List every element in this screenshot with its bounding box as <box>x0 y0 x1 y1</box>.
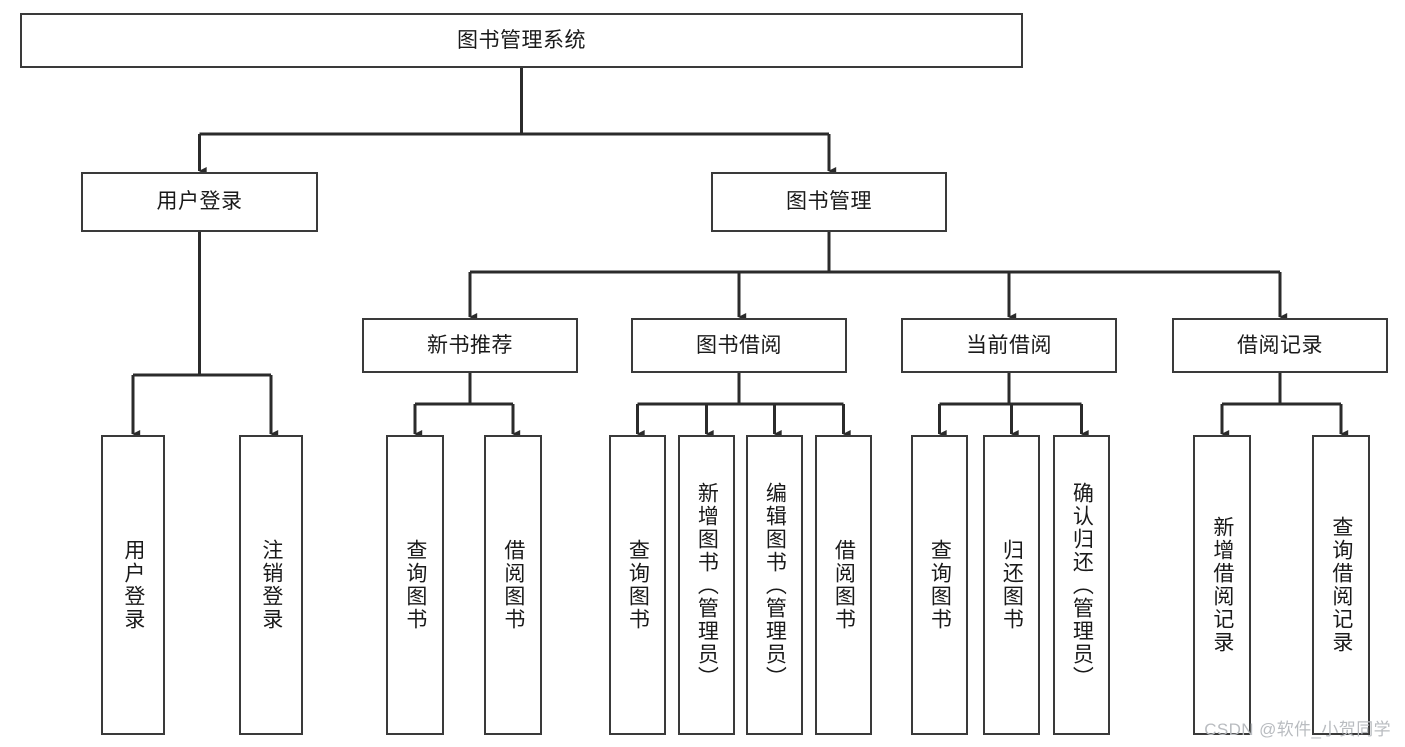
node-box-cb-return[interactable]: 归还图书 <box>983 435 1040 735</box>
node-label-nb-query: 查询图书 <box>403 539 427 631</box>
node-box-bb-edit[interactable]: 编辑图书（管理员） <box>746 435 803 735</box>
node-box-user-login[interactable]: 用户登录 <box>81 172 318 232</box>
node-label-bb-add: 新增图书（管理员） <box>695 481 719 689</box>
node-label-current-borrow: 当前借阅 <box>966 333 1052 357</box>
node-box-br-query[interactable]: 查询借阅记录 <box>1312 435 1370 735</box>
connector-lines <box>131 68 1349 439</box>
node-box-borrow-record[interactable]: 借阅记录 <box>1172 318 1388 373</box>
node-label-login-do: 用户登录 <box>121 539 145 631</box>
node-label-book-manage: 图书管理 <box>786 190 872 214</box>
node-label-book-borrow: 图书借阅 <box>696 333 782 357</box>
node-label-cb-confirm: 确认归还（管理员） <box>1070 481 1094 689</box>
node-box-bb-query[interactable]: 查询图书 <box>609 435 666 735</box>
node-label-bb-edit: 编辑图书（管理员） <box>763 481 787 689</box>
node-box-current-borrow[interactable]: 当前借阅 <box>901 318 1117 373</box>
node-box-book-manage[interactable]: 图书管理 <box>711 172 947 232</box>
node-box-cb-confirm[interactable]: 确认归还（管理员） <box>1053 435 1110 735</box>
node-box-nb-query[interactable]: 查询图书 <box>386 435 444 735</box>
node-label-bb-query: 查询图书 <box>626 539 650 631</box>
node-label-user-login: 用户登录 <box>156 190 243 214</box>
node-box-nb-borrow[interactable]: 借阅图书 <box>484 435 542 735</box>
node-label-nb-borrow: 借阅图书 <box>501 539 525 631</box>
node-label-cb-query: 查询图书 <box>928 539 952 631</box>
node-box-bb-borrow[interactable]: 借阅图书 <box>815 435 872 735</box>
node-box-cb-query[interactable]: 查询图书 <box>911 435 968 735</box>
node-label-bb-borrow: 借阅图书 <box>832 539 856 631</box>
node-box-br-add[interactable]: 新增借阅记录 <box>1193 435 1251 735</box>
node-box-new-book-rec[interactable]: 新书推荐 <box>362 318 578 373</box>
node-box-bb-add[interactable]: 新增图书（管理员） <box>678 435 735 735</box>
node-label-borrow-record: 借阅记录 <box>1237 333 1323 357</box>
node-label-root: 图书管理系统 <box>457 28 586 52</box>
node-box-logout-do[interactable]: 注销登录 <box>239 435 303 735</box>
node-box-root[interactable]: 图书管理系统 <box>20 13 1023 68</box>
node-box-login-do[interactable]: 用户登录 <box>101 435 165 735</box>
node-label-logout-do: 注销登录 <box>259 539 283 631</box>
node-label-new-book-rec: 新书推荐 <box>427 333 513 357</box>
node-box-book-borrow[interactable]: 图书借阅 <box>631 318 847 373</box>
node-label-cb-return: 归还图书 <box>1000 539 1024 631</box>
node-label-br-query: 查询借阅记录 <box>1329 516 1353 654</box>
node-label-br-add: 新增借阅记录 <box>1210 516 1234 654</box>
